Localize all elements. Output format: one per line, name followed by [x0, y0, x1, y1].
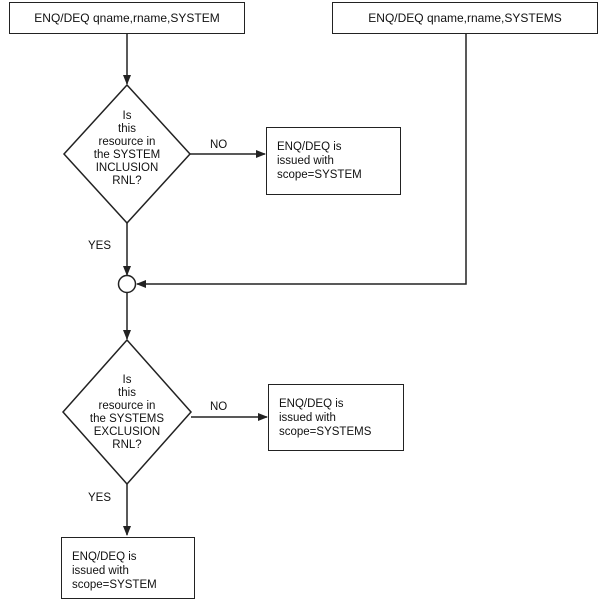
start-box-system: ENQ/DEQ qname,rname,SYSTEM	[9, 2, 245, 34]
merge-connector-circle	[117, 274, 137, 294]
result1-line: scope=SYSTEM	[277, 169, 362, 181]
result1-line: issued with	[277, 155, 334, 167]
decision1-line: RNL?	[112, 175, 142, 187]
decision1-line: the SYSTEM	[93, 149, 161, 161]
decision2-line: resource in	[98, 400, 156, 412]
decision2-line: the SYSTEMS	[89, 413, 165, 425]
decision1-line: this	[118, 123, 136, 135]
decision1-line: Is	[122, 110, 132, 122]
result-box-system-1: ENQ/DEQ is issued with scope=SYSTEM	[266, 127, 401, 195]
decision2-line: Is	[122, 374, 132, 386]
decision1-yes-label: YES	[88, 240, 112, 252]
result3-line: scope=SYSTEM	[72, 579, 157, 591]
result2-line: ENQ/DEQ is	[279, 398, 344, 410]
decision2-no-label: NO	[210, 401, 228, 413]
result-box-system-2: ENQ/DEQ is issued with scope=SYSTEM	[61, 537, 195, 599]
decision2-line: this	[118, 387, 136, 399]
result2-line: scope=SYSTEMS	[279, 426, 372, 438]
connector-systems-to-merge	[136, 34, 467, 288]
decision1-line: resource in	[98, 136, 156, 148]
decision1-line: INCLUSION	[95, 162, 159, 174]
result3-line: issued with	[72, 565, 129, 577]
result2-line: issued with	[279, 412, 336, 424]
result-box-systems: ENQ/DEQ is issued with scope=SYSTEMS	[268, 384, 404, 451]
decision1-text: Is this resource in the SYSTEM INCLUSION…	[77, 110, 177, 188]
result3-line: ENQ/DEQ is	[72, 551, 137, 563]
result1-line: ENQ/DEQ is	[277, 141, 342, 153]
decision2-text: Is this resource in the SYSTEMS EXCLUSIO…	[77, 374, 177, 452]
decision1-no-label: NO	[210, 139, 228, 151]
decision2-yes-label: YES	[88, 492, 112, 504]
decision2-line: EXCLUSION	[93, 426, 161, 438]
start-box-systems: ENQ/DEQ qname,rname,SYSTEMS	[332, 2, 598, 34]
decision2-line: RNL?	[112, 439, 142, 451]
